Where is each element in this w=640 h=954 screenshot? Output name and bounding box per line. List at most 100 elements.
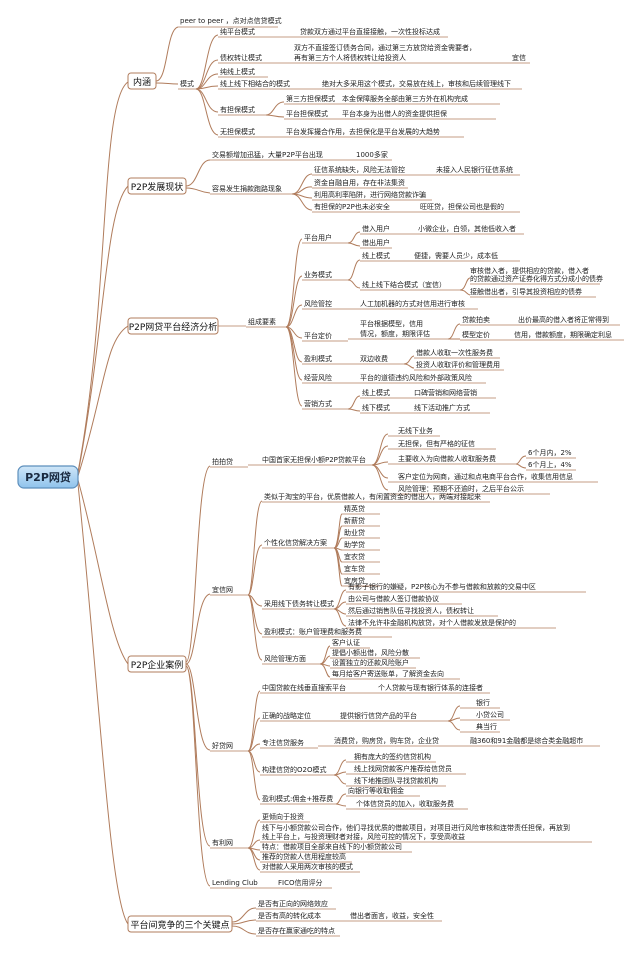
- node-baozhang: 有担保的P2P也未必安全: [314, 202, 390, 211]
- node-fengkong: 风险管控: [304, 299, 332, 308]
- node-zhuyao: 主要收入为向借款人收取服务费: [398, 454, 496, 463]
- node-dingjia-d2: 情况，额度，期限评估: [360, 329, 430, 338]
- node-xx-d1: 有影子银行的嫌疑，P2P核心为不参与借款和放款的交易中区: [348, 582, 536, 591]
- node-jiehe-d2: 的贷款通过资产证券化得方式分成小的债券: [470, 274, 603, 283]
- node-zhanlue: 正确的战略定位: [262, 711, 311, 720]
- node-haodai: 好贷网: [212, 741, 233, 750]
- node-fengxian: 风险管理：预期不还逾时，之后平台公示: [398, 484, 524, 493]
- node-yx-xx-d: 线下活动推广方式: [414, 403, 470, 412]
- node-yl-d4: 推荐的贷款人信用程度较高: [262, 852, 346, 861]
- node-peer: peer to peer ，点对点信贷模式: [180, 16, 282, 25]
- node-fx-d1: 客户认证: [332, 638, 360, 647]
- branch-jingji: P2P网贷平台经济分析 组成要素 平台用户 借入用户 小微企业，白领，其他低收入…: [127, 224, 624, 414]
- node-shuangbian: 双边收费: [360, 354, 388, 363]
- node-1000: 1000多家: [356, 150, 388, 159]
- node-jiekuan: 借入用户: [362, 224, 390, 233]
- node-zhuanzhu-e: 融360和91金融都是综合类金融超市: [470, 736, 583, 745]
- node-yingxiao: 营销方式: [304, 399, 332, 408]
- node-yjl-d1: 向银行等收取佣金: [348, 786, 404, 795]
- root-node[interactable]: P2P网贷: [17, 465, 79, 489]
- node-moshi: 模式: [180, 79, 194, 88]
- node-xianshang: 纯线上模式: [220, 67, 255, 76]
- node-xx-d2: 由公司与借款人签订借款协议: [348, 594, 439, 603]
- node-zhaiquan-d1: 双方不直接签订债务合同，通过第三方放贷给资金需要者，: [294, 43, 476, 52]
- node-disanfang-d: 本金保障服务全部由第三方外在机构完成: [342, 94, 468, 103]
- node-jz-d2-e: 借出者面言，收益，安全性: [350, 911, 434, 920]
- node-fx-d3: 设置独立的还款风险账户: [332, 658, 409, 667]
- node-shuangbian-d1: 借款人收取一次性服务费: [416, 348, 493, 357]
- node-hd-zhongguo-d: 个人贷款与现有银行体系的连接者: [378, 683, 483, 692]
- node-jingying: 经营风险: [304, 373, 332, 382]
- root-connectors: [77, 81, 129, 925]
- node-yx-xianxia: 采用线下债务转让模式: [264, 599, 334, 608]
- node-xx-d4: 法律不允许非金融机构放贷，对个人借款发放是保护的: [348, 618, 516, 627]
- node-yjl-d2: 个体信贷员的加入，收取服务费: [356, 799, 454, 808]
- gexing-product-item: 宜车贷: [344, 564, 365, 573]
- node-yixinwang: 宜信网: [212, 585, 233, 594]
- node-wuxianxia: 无线下业务: [398, 426, 433, 435]
- node-kehu: 客户定位为网商，通过和点电商平台合作，收集信用信息: [398, 472, 573, 481]
- node-zhaiquan-d2: 再有第三方个人将债权转让给投资人: [294, 53, 406, 62]
- node-liyong: 利用高利率陷阱，进行网络贷款诈骗: [314, 190, 426, 199]
- node-ppd-wudanbao: 无担保，但有严格的征信: [398, 439, 475, 448]
- node-fxgl: 风险管理方面: [264, 654, 306, 663]
- node-yinhang: 银行: [476, 698, 490, 707]
- node-yixin: 宜信: [512, 53, 526, 62]
- node-zhuanzhu: 专注信贷服务: [262, 738, 304, 747]
- node-jiehe: 线上线下结合模式（宜信）: [362, 280, 446, 289]
- node-jz-d2: 是否有高的转化成本: [258, 911, 321, 920]
- node-lending: Lending Club: [212, 879, 258, 887]
- node-o2o: 构建信贷的O2O模式: [262, 765, 326, 774]
- node-diandang: 典当行: [476, 722, 497, 731]
- node-fasheng: 容易发生捐款跑路现象: [212, 184, 282, 193]
- node-chujie: 借出用户: [362, 238, 390, 247]
- node-xx-d3: 然后通过销售队伍寻找投资人，债权转让: [348, 606, 474, 615]
- node-zhuanzhu-d: 消费贷，购房贷，购车贷，企业贷: [334, 736, 439, 745]
- node-wudanbao-d: 平台发挥撮合作用，去担保化是平台发展的大趋势: [286, 127, 440, 136]
- root-label: P2P网贷: [25, 470, 71, 484]
- node-zhengxin-d: 未接入人民银行征信系统: [436, 165, 513, 174]
- node-paimai: 贷款拍卖: [462, 315, 490, 324]
- branch-qiye: P2P企业案例 拍拍贷 中国首家无担保小额P2P贷款平台 无线下业务 无担保，但…: [127, 426, 600, 889]
- node-yx-xs-d: 口碑营销和网络营销: [414, 388, 477, 397]
- node-yl-d3: 特点：借款项目全部来自线下的小额贷款公司: [262, 842, 402, 851]
- node-gexing: 个性化信贷解决方案: [264, 538, 327, 547]
- node-xianxia: 线上线下相结合的模式: [220, 79, 290, 88]
- branch-neihan: 内涵 peer to peer ，点对点信贷模式 模式 纯平台模式 贷款双方通过…: [127, 16, 530, 138]
- node-youli: 有利网: [212, 838, 233, 847]
- node-disanfang: 第三方担保模式: [286, 94, 335, 103]
- node-o2o-d3: 线下地推团队寻找贷款机构: [354, 776, 438, 785]
- node-fx-d2: 提倡小额出借，风险分散: [332, 648, 409, 657]
- node-o2o-d1: 拥有庞大的签约信贷机构: [354, 752, 431, 761]
- node-pingtaidb-d: 平台本身为出借人的资金提供担保: [342, 109, 447, 118]
- node-jiaoyi: 交易额增加迅猛，大量P2P平台出现: [212, 150, 323, 159]
- node-fx-d4: 每月给客户寄送账单，了解资金去向: [332, 669, 444, 678]
- node-jiekuan-d: 小微企业，白领，其他低收入者: [418, 224, 516, 233]
- node-yl-d5: 对借款人采用两次审核的模式: [262, 862, 353, 871]
- node-pingtaidb: 平台担保模式: [286, 109, 328, 118]
- node-yx-yingli: 盈利模式：账户管理费和服务费: [264, 627, 362, 636]
- gexing-product-item: 精英贷: [344, 504, 365, 513]
- node-paimai-d: 出价最高的借入者将正常得到: [518, 315, 609, 324]
- gexing-product-item: 新薪贷: [344, 516, 365, 525]
- node-ppd-d: 中国首家无担保小额P2P贷款平台: [262, 455, 366, 464]
- node-yl-d1: 更倾向于投资: [262, 812, 304, 821]
- node-youdanbao: 有担保模式: [220, 105, 255, 114]
- gexing-product-item: 助学贷: [344, 540, 365, 549]
- node-jiehe-d3: 接触借出者，引导其投资相应的债券: [470, 287, 582, 296]
- node-zhanlue-d: 提供银行信贷产品的平台: [340, 711, 417, 720]
- node-jz-d3: 是否存在赢家通吃的特点: [258, 926, 335, 935]
- node-yjl: 盈利模式:佣金+推荐费: [262, 794, 333, 803]
- node-jingji: P2P网贷平台经济分析: [129, 321, 218, 333]
- node-yx-xs: 线上模式: [362, 388, 390, 397]
- gexing-product-item: 宜房贷: [344, 576, 365, 585]
- node-fico: FICO信用评分: [278, 878, 323, 887]
- node-paipaidai: 拍拍贷: [212, 457, 233, 466]
- node-fazhan: P2P发展现状: [131, 181, 184, 193]
- gexing-connector: [333, 547, 343, 587]
- node-xianxia-d: 绝对大多采用这个模式，交易放在线上，审核和后续管理线下: [322, 79, 511, 88]
- node-yl-d2b: 线上平台上，与投资理财者对接，风险可控的情况下，享受高收益: [262, 832, 465, 841]
- node-xs: 线上模式: [362, 251, 390, 260]
- node-shuangbian-d2: 投资人收取评价和管理费用: [416, 360, 500, 369]
